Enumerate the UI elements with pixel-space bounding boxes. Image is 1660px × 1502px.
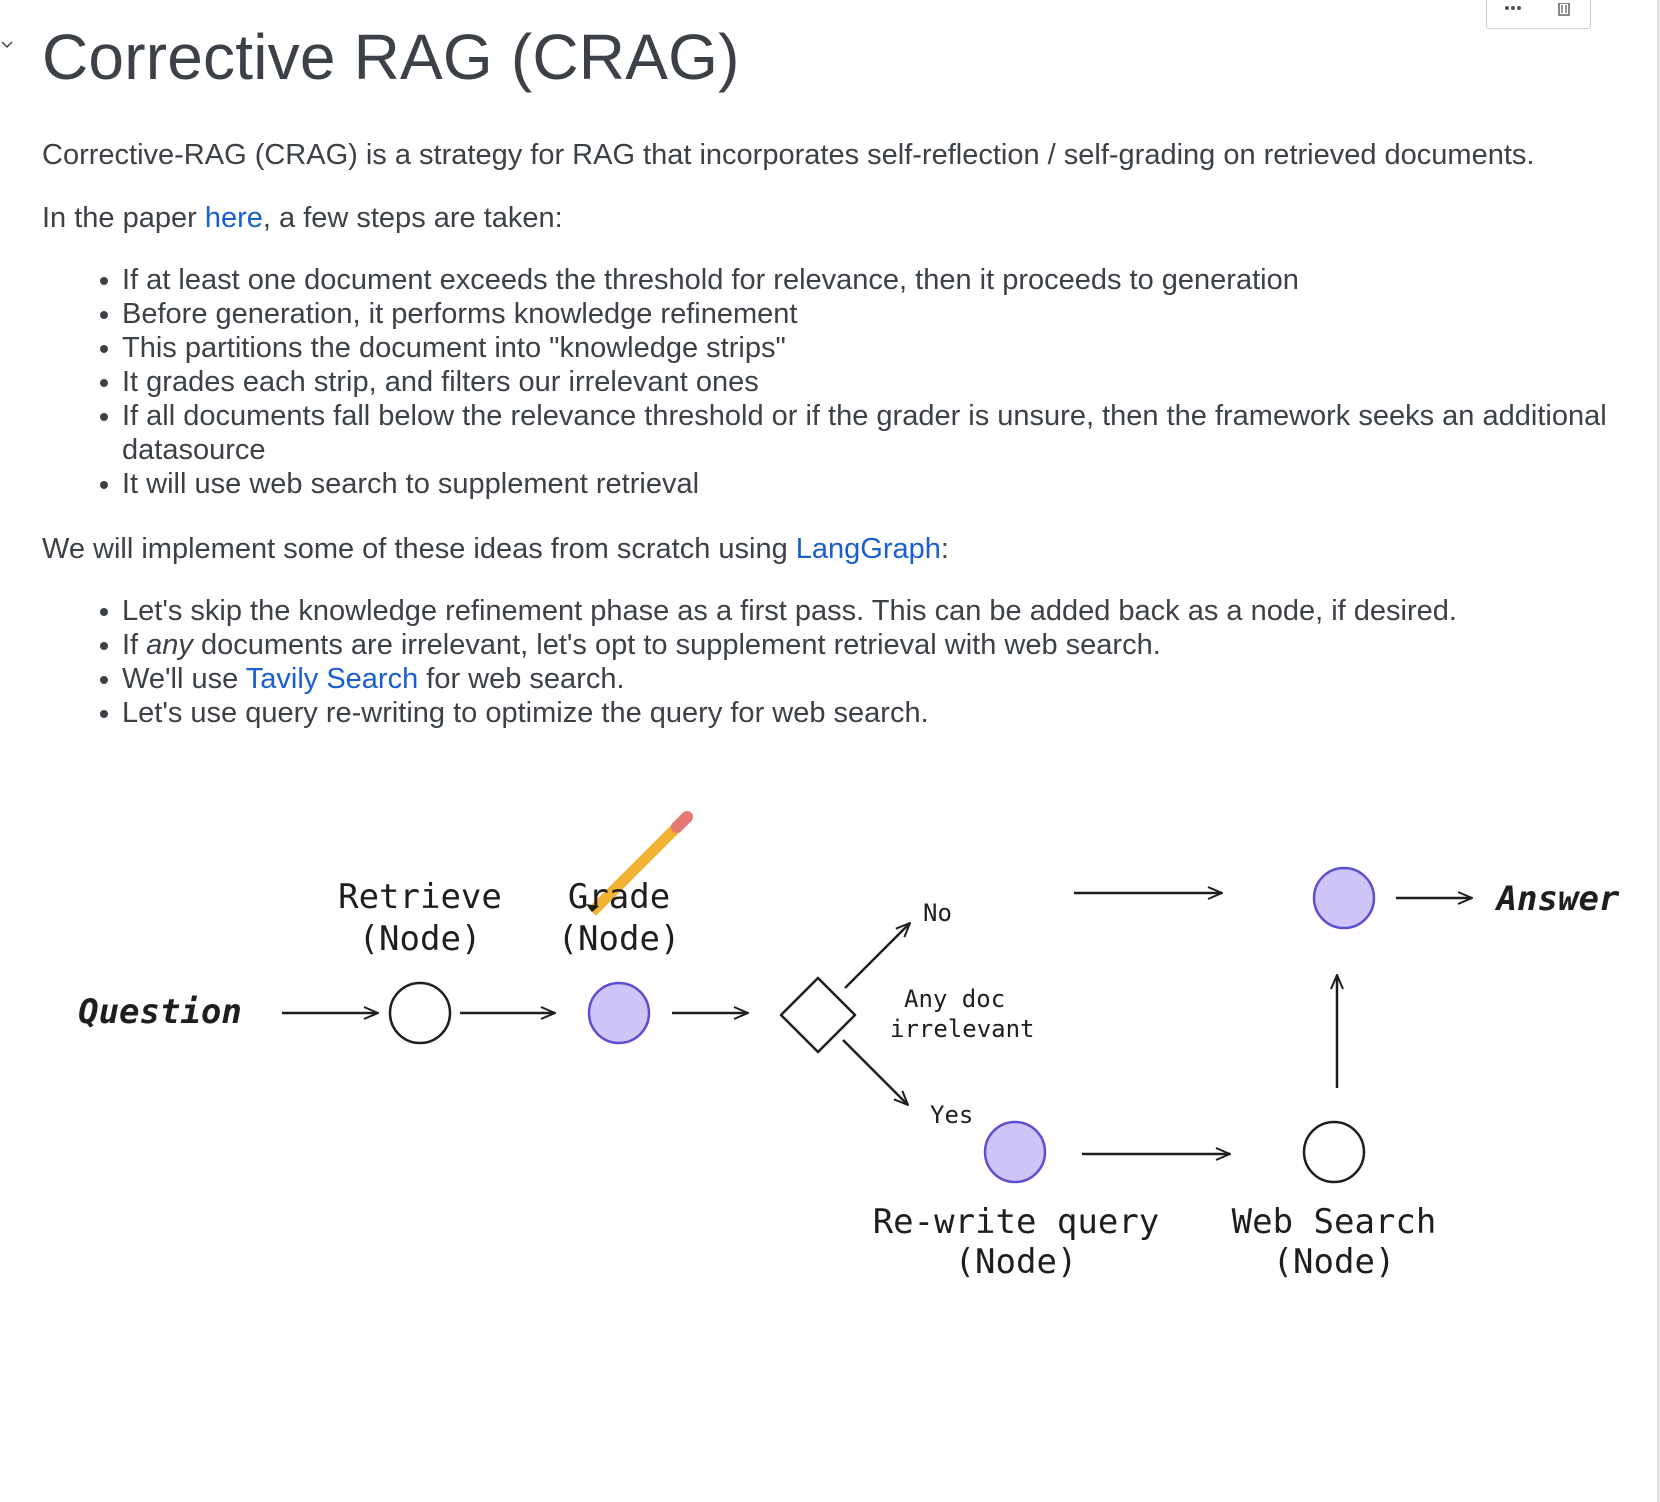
generate-node (1312, 866, 1376, 930)
crag-flow-diagram: Question Retrieve (Node) Grade (Node) No… (78, 811, 1620, 1282)
decision-label-line1: Any doc (904, 985, 1005, 1013)
list-item: We'll use Tavily Search for web search. (100, 662, 1660, 696)
plan-item2-emphasis: any (146, 629, 193, 661)
question-label: Question (78, 992, 242, 1032)
grade-node-label: (Node) (558, 919, 681, 959)
edge-decision-yes (842, 1039, 908, 1105)
plan-item2-prefix: If (122, 629, 147, 661)
retrieve-node (388, 981, 452, 1045)
pencil-icon (586, 811, 693, 916)
delete-cell-button[interactable] (1550, 0, 1578, 20)
grade-node (587, 981, 651, 1045)
yes-label: Yes (930, 1101, 973, 1129)
trash-icon (1558, 3, 1570, 16)
scrollbar[interactable] (1657, 0, 1660, 1502)
rewrite-label: Re-write query (873, 1202, 1160, 1242)
plan-item3-suffix: for web search. (418, 663, 625, 695)
retrieve-node-label: (Node) (359, 919, 482, 959)
implement-prefix: We will implement some of these ideas fr… (42, 533, 796, 565)
websearch-label: Web Search (1232, 1202, 1437, 1242)
paper-suffix: , a few steps are taken: (262, 202, 563, 234)
edge-decision-no (844, 923, 910, 989)
list-item: Let's use query re-writing to optimize t… (100, 696, 1660, 730)
plan-list: Let's skip the knowledge refinement phas… (100, 594, 1660, 730)
collapse-chevron-icon[interactable] (0, 38, 14, 52)
decision-node (779, 976, 857, 1054)
decision-label-line2: irrelevant (890, 1015, 1035, 1043)
grade-label: Grade (568, 877, 670, 917)
paper-link[interactable]: here (204, 202, 263, 234)
plan-item3-prefix: We'll use (122, 663, 246, 695)
answer-label: Answer (1495, 879, 1620, 919)
websearch-node-label: (Node) (1273, 1242, 1396, 1282)
list-item: If any documents are irrelevant, let's o… (100, 628, 1660, 662)
list-item: It will use web search to supplement ret… (100, 467, 1660, 501)
implement-paragraph: We will implement some of these ideas fr… (42, 532, 949, 566)
cell-toolbar (1486, 0, 1591, 29)
list-item: It grades each strip, and filters our ir… (100, 365, 1660, 399)
websearch-node (1302, 1120, 1366, 1184)
intro-paragraph: Corrective-RAG (CRAG) is a strategy for … (42, 139, 1535, 171)
tavily-link[interactable]: Tavily Search (245, 663, 419, 695)
paper-paragraph: In the paper here, a few steps are taken… (42, 201, 563, 235)
rewrite-node-label: (Node) (955, 1242, 1078, 1282)
no-label: No (923, 899, 952, 927)
paper-prefix: In the paper (42, 202, 205, 234)
langgraph-link[interactable]: LangGraph (795, 533, 941, 565)
plan-item2-suffix: documents are irrelevant, let's opt to s… (192, 629, 1161, 661)
list-item: Let's skip the knowledge refinement phas… (100, 594, 1660, 628)
more-options-button[interactable] (1499, 0, 1527, 20)
rewrite-node (983, 1120, 1047, 1184)
list-item: If at least one document exceeds the thr… (100, 263, 1660, 297)
list-item: Before generation, it performs knowledge… (100, 297, 1660, 331)
steps-list: If at least one document exceeds the thr… (100, 263, 1660, 501)
ellipsis-icon (1504, 6, 1521, 10)
retrieve-label: Retrieve (338, 877, 502, 917)
page-title: Corrective RAG (CRAG) (42, 21, 740, 93)
implement-suffix: : (940, 533, 949, 565)
list-item: If all documents fall below the relevanc… (100, 399, 1660, 467)
list-item: This partitions the document into "knowl… (100, 331, 1660, 365)
